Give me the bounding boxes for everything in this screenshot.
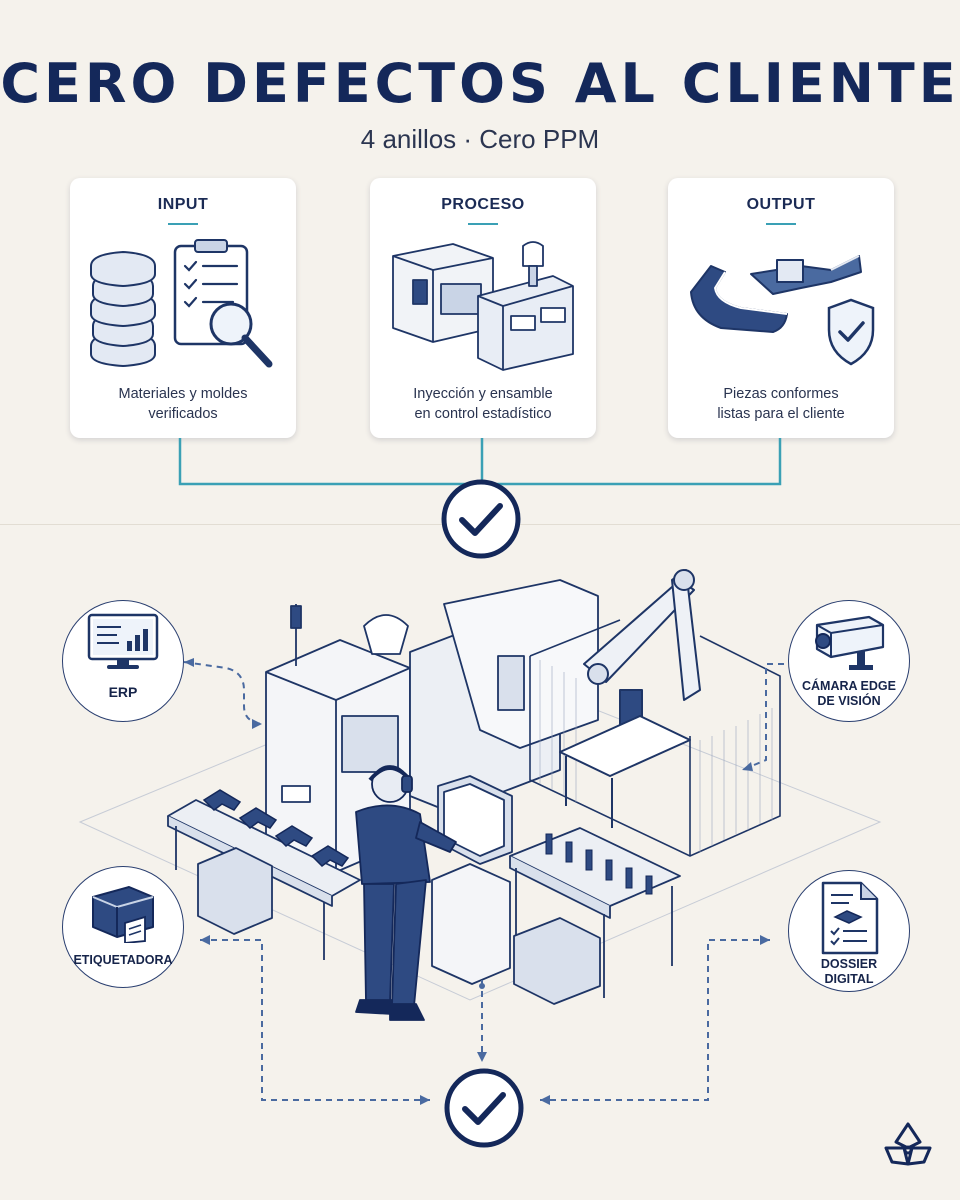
operator-figure	[355, 765, 457, 1021]
materials-checklist-icon	[90, 239, 273, 368]
stage-label: PROCESO	[441, 196, 525, 213]
stage-underline	[766, 223, 796, 225]
document-icon	[821, 881, 879, 955]
part-shield-icon	[690, 255, 875, 366]
brand-logo-icon	[884, 1122, 932, 1166]
stage-card-output: OUTPUT Piezas conformes listas para el c…	[668, 178, 894, 438]
ring-node-dossier: DOSSIER DIGITAL	[788, 870, 910, 992]
ring-node-erp: ERP	[62, 600, 184, 722]
stage-underline	[468, 223, 498, 225]
ring-node-camera: CÁMARA EDGE DE VISIÓN	[788, 600, 910, 722]
camera-icon	[815, 615, 885, 670]
stage-description: Inyección y ensamble en control estadíst…	[384, 384, 582, 424]
node-label-line: DE VISIÓN	[817, 694, 881, 708]
ring-node-labeler: ETIQUETADORA	[62, 866, 184, 988]
stage-label: OUTPUT	[746, 196, 816, 213]
stage-description: Materiales y moldes verificados	[84, 384, 282, 424]
stage-card-input: INPUT Materiales y moldes verificados	[70, 178, 296, 438]
node-label: ETIQUETADORA	[73, 953, 173, 967]
conveyor-belt	[167, 799, 361, 960]
description-line: Inyección y ensamble	[413, 386, 553, 402]
robot-arm	[559, 569, 701, 828]
page-subtitle: 4 anillos · Cero PPM	[360, 124, 600, 154]
description-line: Materiales y moldes	[118, 386, 248, 402]
node-label-line: DOSSIER	[820, 957, 878, 971]
stage-underline	[168, 223, 198, 225]
page-title: CERO DEFECTOS AL CLIENTE	[0, 52, 960, 115]
node-label: CÁMARA EDGE DE VISIÓN	[789, 679, 909, 709]
node-label-line: CÁMARA EDGE	[802, 679, 896, 693]
node-label: ERP	[108, 684, 138, 700]
node-label-line: DIGITAL	[824, 972, 874, 986]
fence-mesh	[539, 660, 773, 852]
tray-parts	[545, 833, 653, 895]
monitor-chart-icon	[87, 613, 159, 669]
stage-card-proceso: PROCESO Inyección y ensamble en control …	[370, 178, 596, 438]
node-label: DOSSIER DIGITAL	[789, 957, 909, 987]
stage-description: Piezas conformes listas para el cliente	[682, 384, 880, 424]
description-line: listas para el cliente	[717, 406, 845, 422]
parts-on-conveyor	[202, 789, 350, 867]
description-line: verificados	[148, 406, 218, 422]
label-printer-icon	[92, 886, 154, 943]
description-line: Piezas conformes	[723, 386, 839, 402]
injection-machine-icon	[392, 241, 574, 371]
stage-label: INPUT	[157, 196, 209, 213]
description-line: en control estadístico	[414, 406, 552, 422]
